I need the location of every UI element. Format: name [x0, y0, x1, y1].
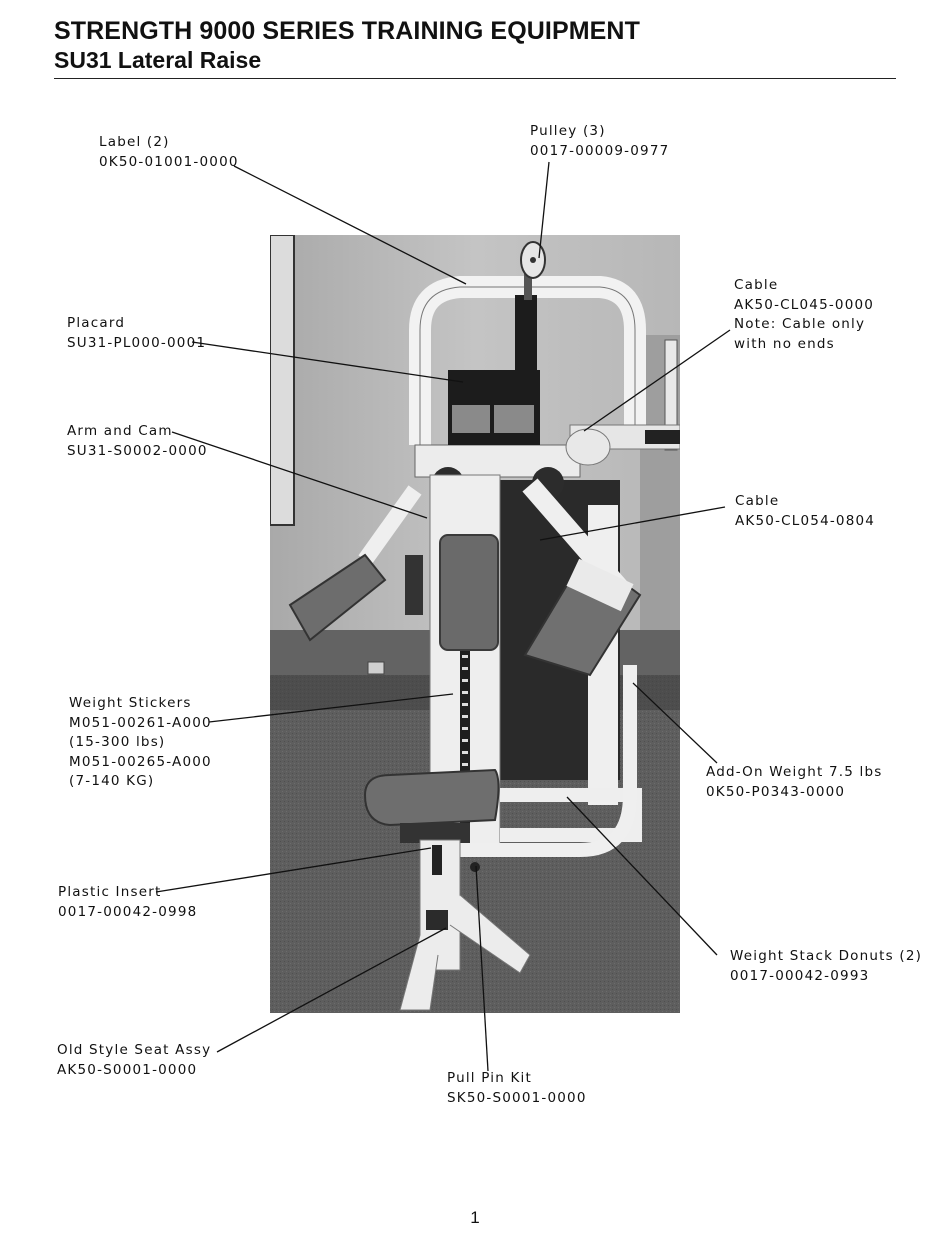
callout-pulley-name: Pulley (3) — [530, 123, 606, 139]
callout-weight-stack-donuts-part: 0017-00042-0993 — [730, 967, 870, 984]
callout-plastic-insert-name: Plastic Insert — [58, 884, 162, 900]
callout-placard-name: Placard — [67, 315, 126, 331]
callout-weight-stickers-part-1: M051-00261-A000 — [69, 714, 212, 731]
callout-cable-2-part: AK50-CL054-0804 — [735, 512, 876, 529]
callout-cable-2-name: Cable — [735, 493, 780, 509]
callout-plastic-insert: Plastic Insert 0017-00042-0998 — [58, 883, 197, 922]
callout-cable-1-note: Note: Cable only — [734, 316, 866, 332]
callout-seat-assy: Old Style Seat Assy AK50-S0001-0000 — [57, 1041, 211, 1080]
callout-pull-pin-kit-part: SK50-S0001-0000 — [447, 1089, 587, 1106]
callout-add-on-weight-part: 0K50-P0343-0000 — [706, 783, 846, 800]
callout-arm-and-cam: Arm and Cam SU31-S0002-0000 — [67, 422, 208, 461]
callout-weight-stickers-range-2: (7-140 KG) — [69, 773, 155, 789]
callout-cable-1-note-2: with no ends — [734, 335, 835, 352]
callout-seat-assy-name: Old Style Seat Assy — [57, 1042, 212, 1058]
page-number: 1 — [470, 1208, 480, 1227]
callout-weight-stickers-range-1: (15-300 lbs) — [69, 734, 166, 750]
callout-weight-stack-donuts-name: Weight Stack Donuts (2) — [730, 948, 923, 964]
callout-placard: Placard SU31-PL000-0001 — [67, 314, 206, 353]
document-subtitle: SU31 Lateral Raise — [54, 47, 262, 73]
callout-add-on-weight-name: Add-On Weight 7.5 lbs — [706, 764, 883, 780]
callout-weight-stickers-name: Weight Stickers — [69, 695, 192, 711]
callout-cable-1: Cable AK50-CL045-0000 Note: Cable only w… — [734, 276, 874, 354]
document-title: STRENGTH 9000 SERIES TRAINING EQUIPMENT — [54, 17, 640, 45]
callout-pull-pin-kit-name: Pull Pin Kit — [447, 1070, 532, 1086]
callout-add-on-weight: Add-On Weight 7.5 lbs 0K50-P0343-0000 — [706, 763, 883, 802]
callout-label-part: 0K50-01001-0000 — [99, 153, 239, 170]
callout-placard-part: SU31-PL000-0001 — [67, 334, 207, 351]
callout-cable-1-part: AK50-CL045-0000 — [734, 296, 875, 313]
header-rule — [54, 78, 896, 79]
callout-weight-stack-donuts: Weight Stack Donuts (2) 0017-00042-0993 — [730, 947, 922, 986]
callout-pulley-part: 0017-00009-0977 — [530, 142, 670, 159]
callout-plastic-insert-part: 0017-00042-0998 — [58, 903, 198, 920]
callout-cable-1-name: Cable — [734, 277, 779, 293]
callout-seat-assy-part: AK50-S0001-0000 — [57, 1061, 198, 1078]
callout-cable-2: Cable AK50-CL054-0804 — [735, 492, 875, 531]
document-header: STRENGTH 9000 SERIES TRAINING EQUIPMENT … — [54, 16, 896, 74]
callout-pull-pin-kit: Pull Pin Kit SK50-S0001-0000 — [447, 1069, 587, 1108]
callout-arm-and-cam-part: SU31-S0002-0000 — [67, 442, 208, 459]
callout-weight-stickers-part-2: M051-00265-A000 — [69, 753, 212, 770]
callout-pulley: Pulley (3) 0017-00009-0977 — [530, 122, 669, 161]
callout-weight-stickers: Weight Stickers M051-00261-A000 (15-300 … — [69, 694, 212, 792]
callout-arm-and-cam-name: Arm and Cam — [67, 423, 173, 439]
callout-label-name: Label (2) — [99, 134, 170, 150]
callout-label: Label (2) 0K50-01001-0000 — [99, 133, 239, 172]
